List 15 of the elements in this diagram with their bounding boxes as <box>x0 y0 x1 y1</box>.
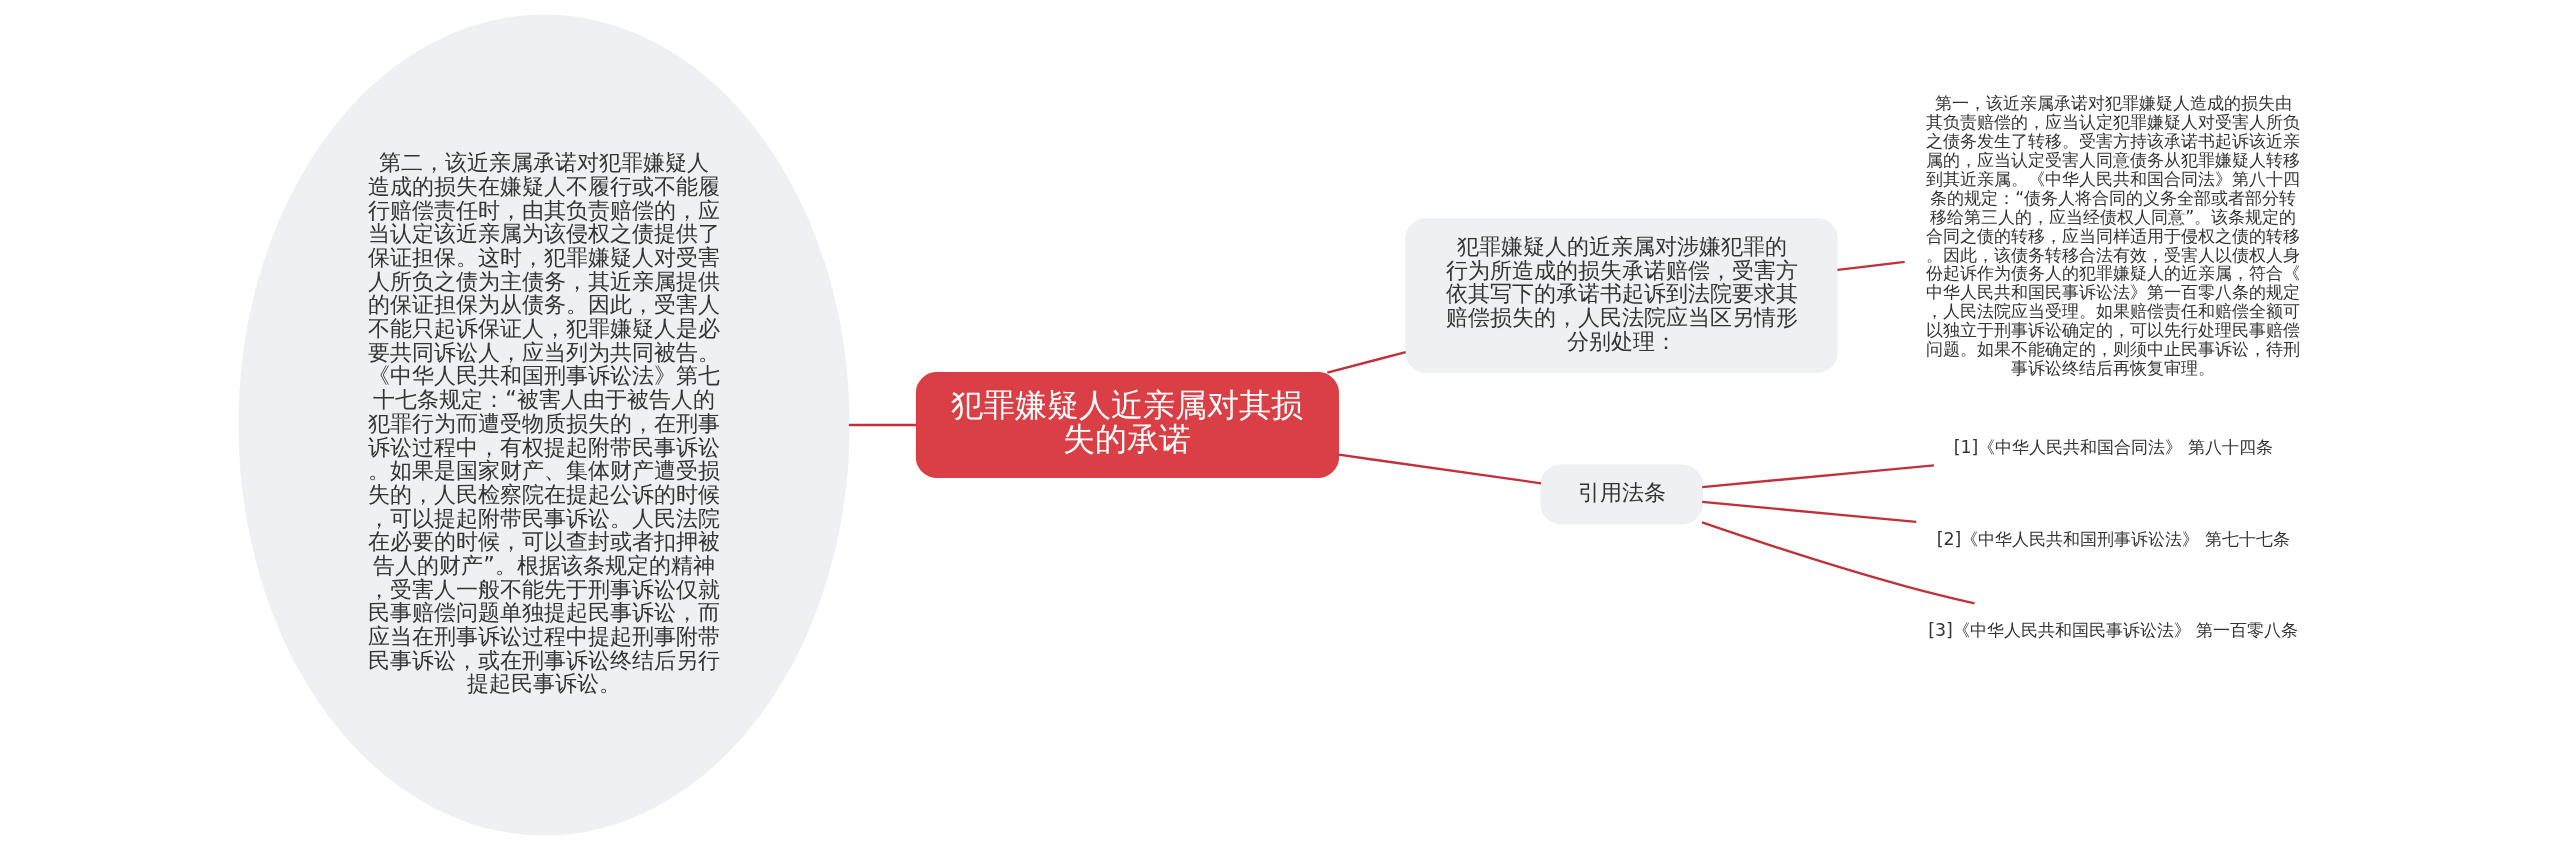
connector <box>1701 463 1934 488</box>
connector <box>1701 520 1975 604</box>
connector <box>848 423 916 426</box>
connector <box>1326 350 1406 374</box>
connector <box>1836 260 1905 271</box>
node-box: 犯罪嫌疑人的近亲属对涉嫌犯罪的行为所造成的损失承诺赔偿，受害方依其写下的承诺书起诉到法院要求其赔偿损失的，人民法院应当区另情形分别处理： <box>1404 217 1838 373</box>
node-box: 犯罪嫌疑人近亲属对其损失的承诺 <box>915 371 1339 478</box>
node-text: [2]《中华人民共和国刑事诉讼法》 第七十七条 <box>1936 528 2290 549</box>
node-box: 引用法条 <box>1539 463 1703 524</box>
connector <box>1701 500 1916 523</box>
node-text: [3]《中华人民共和国民事诉讼法》 第一百零八条 <box>1927 619 2298 640</box>
node-text: 第一，该近亲属承诺对犯罪嫌疑人造成的损失由其负责赔偿的，应当认定犯罪嫌疑人对受害人所负之债务发生了转移。受害方持该承诺书起诉该近亲属的，应当认定受害人同意债务从犯罪嫌疑人转移到其近亲属。《中华人民共和国合同法》第八十四条的规定：“债务人将合同的义务全部或者部分转移给第三人的，应当经债权人同意”。该条规定的合同之债的转移，应当同样适用于侵权之债的转移。因此，该债务转移合法有效，受害人以债权人身份起诉作为债务人的犯罪嫌疑人的近亲属，符合《中华人民共和国民事诉讼法》第一百零八条的规定，人民法院应当受理。如果赔偿责任和赔偿全额可以独立于刑事诉讼确定的，可以先行处理民事赔偿问题。如果不能确定的，则须中止民事诉讼，待刑事诉讼终结后再恢复审理。 <box>1925 92 2300 378</box>
connector <box>1337 453 1541 484</box>
node-ellipse: 第二，该近亲属承诺对犯罪嫌疑人造成的损失在嫌疑人不履行或不能履行赔偿责任时，由其负责赔偿的，应当认定该近亲属为该侵权之债提供了保证担保。这时，犯罪嫌疑人对受害人所负之债为主债务，其近亲属提供的保证担保为从债务。因此，受害人不能只起诉保证人，犯罪嫌疑人是必要共同诉讼人，应当列为共同被告。《中华人民共和国刑事诉讼法》第七十七条规定：“被害人由于被告人的犯罪行为而遭受物质损失的，在刑事诉讼过程中，有权提起附带民事诉讼。如果是国家财产、集体财产遭受损失的，人民检察院在提起公诉的时候，可以提起附带民事诉讼。人民法院在必要的时候，可以查封或者扣押被告人的财产”。根据该条规定的精神，受害人一般不能先于刑事诉讼仅就民事赔偿问题单独提起民事诉讼，而应当在刑事诉讼过程中提起刑事附带民事诉讼，或在刑事诉讼终结后另行提起民事诉讼。 <box>237 14 850 835</box>
node-text: [1]《中华人民共和国合同法》 第八十四条 <box>1953 436 2273 457</box>
